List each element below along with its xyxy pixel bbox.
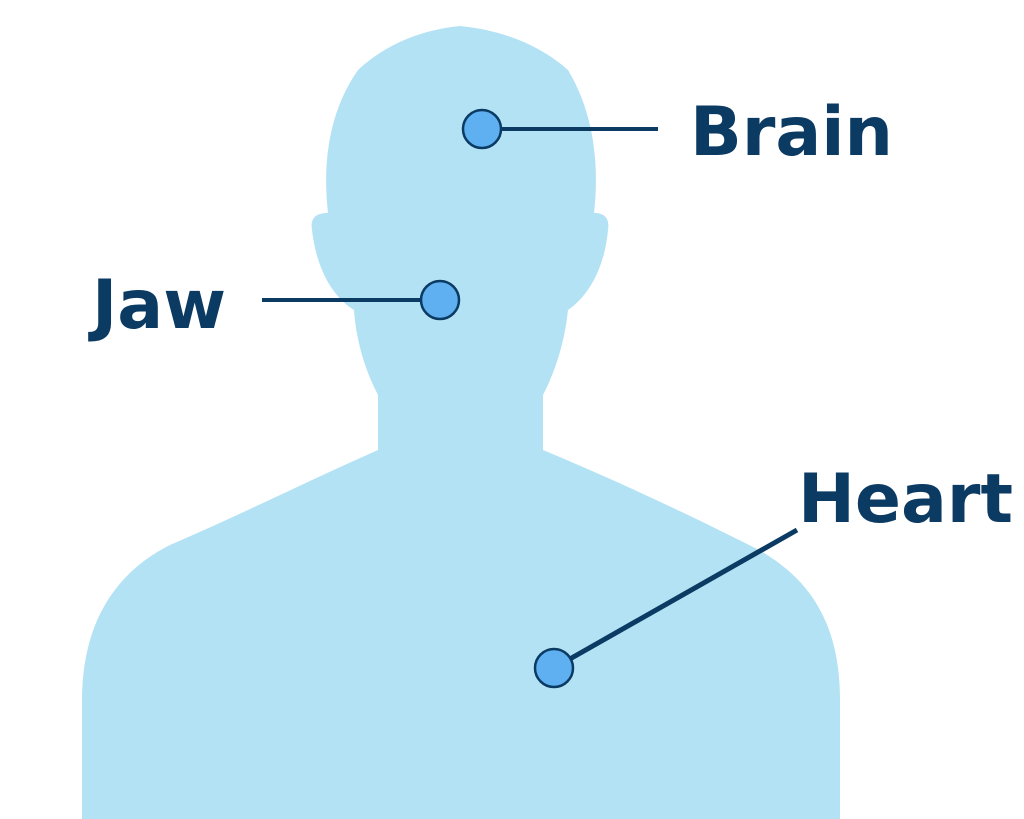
brain-marker (461, 108, 503, 150)
heart-marker (533, 647, 575, 689)
heart-label: Heart (798, 460, 1013, 539)
human-silhouette (82, 26, 840, 819)
brain-label: Brain (690, 93, 893, 172)
jaw-marker (419, 279, 461, 321)
jaw-label: Jaw (88, 266, 226, 345)
heart-connector-line (552, 527, 799, 671)
